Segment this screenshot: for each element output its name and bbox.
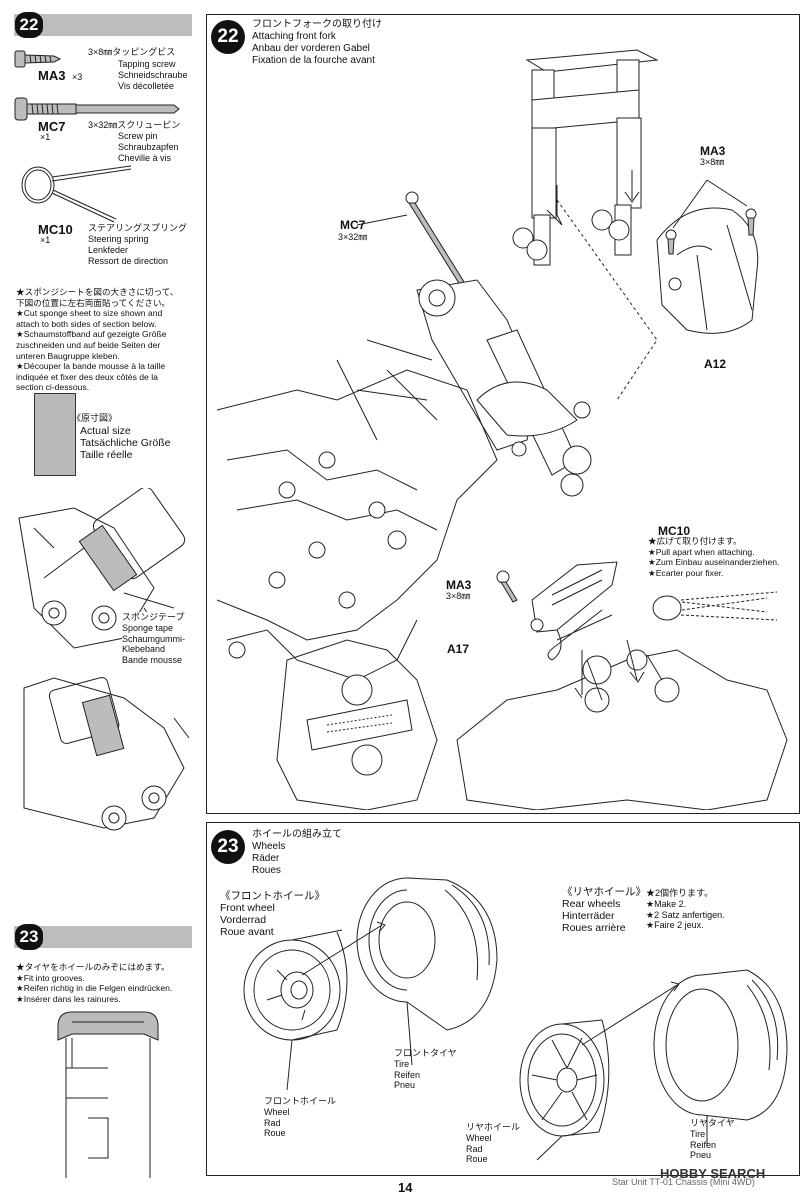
front-fork-assembly-drawing (216, 49, 788, 810)
ma3-en: Tapping screw (118, 59, 176, 69)
step22-sidebar-bar (14, 14, 192, 36)
actual-size-fr: Taille réelle (80, 449, 133, 461)
chassis-footer-text: Star Unit TT-01 Chassis (Mini 4WD) (612, 1177, 755, 1187)
step23-sidebar-number: 23 (15, 924, 43, 950)
mc10-de: Lenkfeder (88, 245, 129, 255)
step22-ma3-size: 3×8㎜ (700, 157, 725, 167)
step22-title-en: Attaching front fork (252, 31, 336, 42)
mc10-fr: Ressort de direction (88, 256, 169, 266)
hobby-search-watermark: HOBBY SEARCH (660, 1166, 766, 1181)
actual-size-jp: 《原寸図》 (72, 413, 118, 423)
step22-sidebar-number: 22 (15, 12, 43, 38)
rear-wheel-heading: 《リヤホイール》 Rear wheels Hinterräder Roues a… (562, 886, 646, 934)
step22-box (206, 14, 800, 814)
rear-tire-label: リヤタイヤ Tire Reifen Pneu (690, 1118, 735, 1161)
sponge-tape-illustration (18, 488, 190, 831)
tire-section-illustration (57, 1011, 159, 1178)
mc10-jp: ステアリングスプリング (88, 223, 188, 233)
step22-mc7-size: 3×32㎜ (338, 232, 368, 242)
mc10-qty: ×1 (40, 235, 51, 245)
step22-mc10-note: ★広げて取り付けます。 ★Pull apart when attaching. … (648, 536, 780, 578)
ma3-fr: Vis décolletée (118, 81, 174, 91)
step22-number: 22 (211, 20, 245, 54)
step23-sidebar-bar (14, 926, 192, 948)
step22-title-de: Anbau der vorderen Gabel (252, 43, 370, 54)
front-wheel-label: フロントホイール Wheel Rad Roue (264, 1096, 337, 1139)
sponge-actual-size-swatch (34, 393, 76, 476)
step22-title-fr: Fixation de la fourche avant (252, 55, 375, 66)
ma3-qty: ×3 (72, 72, 83, 82)
step23-box (206, 822, 800, 1176)
rear-wheel-label: リヤホイール Wheel Rad Roue (466, 1122, 521, 1165)
sponge-tape-label: スポンジテープ Sponge tape Schaumgummi- Klebeba… (122, 612, 186, 666)
tire-note: ★タイヤをホイールのみぞにはめます。 ★Fit into grooves. ★R… (16, 962, 173, 1004)
step23-title-en: Wheels (252, 841, 286, 852)
mc7-jp: 3×32㎜スクリューピン (88, 120, 181, 130)
sponge-note: ★スポンジシートを図の大きさに切って、 下図の位置に左右両面貼ってください。 ★… (16, 287, 179, 393)
ma3-code: MA3 (38, 68, 66, 83)
ma3-de: Schneidschraube (118, 70, 188, 80)
tapping-screw-icon (14, 50, 62, 68)
make-two-note: ★2個作ります。 ★Make 2. ★2 Satz anfertigen. ★F… (646, 888, 725, 931)
mc10-en: Steering spring (88, 234, 149, 244)
step22-ma3b-size: 3×8㎜ (446, 591, 471, 601)
step23-title-jp: ホイールの組み立て (252, 829, 342, 840)
step23-title-fr: Roues (252, 865, 281, 876)
step23-title-de: Räder (252, 853, 280, 864)
step22-ma3-label: MA3 (700, 144, 726, 158)
wheels-drawing (243, 877, 788, 1161)
mc7-de: Schraubzapfen (118, 142, 179, 152)
ma3-jp: 3×8㎜タッピングビス (88, 47, 176, 57)
screw-pin-icon (14, 97, 180, 121)
mc7-qty: ×1 (40, 132, 51, 142)
mc7-code: MC7 (38, 119, 66, 134)
page-number: 14 (398, 1180, 413, 1195)
front-tire-label: フロントタイヤ Tire Reifen Pneu (394, 1048, 457, 1091)
mc7-fr: Cheville à vis (118, 153, 172, 163)
step22-title-jp: フロントフォークの取り付け (252, 19, 382, 30)
step22-ma3b-label: MA3 (446, 578, 472, 592)
step22-a12-label: A12 (704, 357, 727, 371)
step22-mc7-label: MC7 (340, 218, 366, 232)
mc7-en: Screw pin (118, 131, 158, 141)
actual-size-de: Tatsächliche Größe (80, 437, 171, 449)
front-wheel-heading: 《フロントホイール》 Front wheel Vorderrad Roue av… (220, 890, 325, 938)
mc10-code: MC10 (38, 222, 73, 237)
step22-a17-label: A17 (447, 642, 470, 656)
steering-spring-icon (21, 165, 132, 223)
actual-size-en: Actual size (80, 425, 131, 437)
step23-number: 23 (211, 830, 245, 864)
step22-mc10-label: MC10 (658, 524, 691, 538)
